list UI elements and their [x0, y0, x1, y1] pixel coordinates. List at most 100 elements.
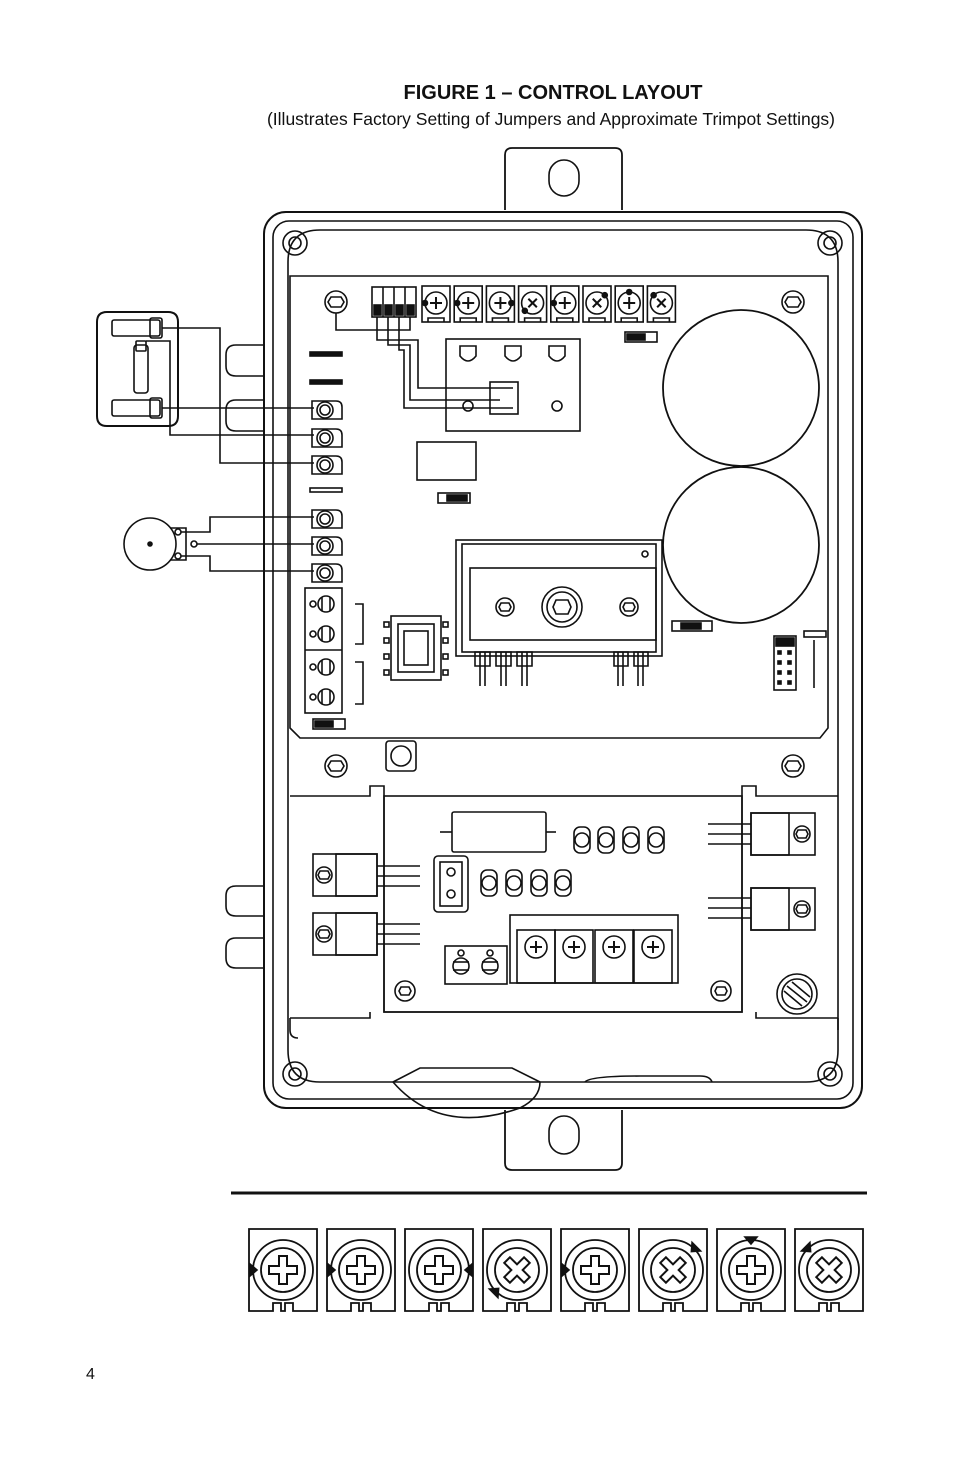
- relay-terminal: [459, 345, 477, 362]
- screw-terminal-block: [444, 945, 508, 985]
- board-mounting-hole: [324, 754, 348, 778]
- trimpot-icon: [421, 285, 451, 323]
- capacitor-large: [662, 466, 820, 624]
- trimpot-icon: [582, 285, 612, 323]
- screw-icon: [619, 597, 639, 617]
- power-resistor: [451, 811, 547, 853]
- main-circuit-board: [289, 275, 829, 739]
- figure-subtitle: (Illustrates Factory Setting of Jumpers …: [266, 109, 835, 129]
- diode: [530, 869, 548, 897]
- setting-arrow-icon: [690, 1240, 703, 1253]
- screw-icon: [309, 595, 335, 613]
- trimpot-icon: [646, 285, 677, 323]
- transistor-body: [469, 567, 657, 641]
- enclosure-outer: [263, 211, 863, 1109]
- top-mounting-tab: [504, 147, 623, 210]
- bottom-knockout: [584, 1075, 713, 1083]
- screw-icon: [309, 625, 335, 643]
- relay-hole: [551, 400, 563, 412]
- diode: [505, 869, 523, 897]
- screw-icon: [516, 929, 556, 984]
- jumper-icon: [624, 331, 658, 343]
- small-label-strip: [803, 630, 827, 638]
- quick-connect-terminal: [311, 536, 343, 556]
- relay-terminal: [504, 345, 522, 362]
- jumper-icon: [312, 718, 346, 730]
- setting-arrow-icon: [561, 1262, 571, 1278]
- setting-arrow-icon: [463, 1262, 473, 1278]
- enclosure-inner: [272, 220, 854, 1100]
- dip-switch: [371, 286, 417, 318]
- screw-icon: [394, 980, 416, 1002]
- figure-title: FIGURE 1 – CONTROL LAYOUT: [403, 82, 703, 104]
- power-board: [383, 795, 743, 1013]
- relay-wire: [335, 313, 411, 331]
- alarm-switch: [96, 311, 179, 427]
- power-transistor: [708, 887, 816, 931]
- trimpot-icon: [326, 1228, 396, 1312]
- inner-frame: [287, 229, 839, 1083]
- trimpot-icon: [614, 285, 645, 323]
- screw-icon: [817, 230, 843, 256]
- power-transistor: [312, 912, 420, 956]
- switch-wire: [146, 340, 314, 436]
- edge-strip: [309, 487, 343, 493]
- board-mounting-hole: [781, 754, 805, 778]
- buzzer-icon: [123, 517, 198, 571]
- trimpot-icon: [549, 285, 580, 323]
- screw-icon: [309, 688, 335, 706]
- heat-sink: [455, 539, 663, 657]
- edge-strip: [309, 379, 343, 385]
- switch-wire: [162, 327, 314, 464]
- diode: [554, 869, 572, 897]
- quick-connect-terminal: [311, 428, 343, 448]
- edge-strip: [309, 351, 343, 357]
- diode: [647, 826, 665, 854]
- bracket-line: [355, 603, 364, 705]
- transistor-leg-blocks: [474, 651, 649, 667]
- screw-icon: [309, 658, 335, 676]
- power-transistor: [312, 853, 420, 897]
- bottom-mounting-slot: [548, 1115, 580, 1155]
- transistor-legs: [479, 652, 644, 686]
- small-component: [416, 441, 477, 481]
- board-mounting-hole: [781, 290, 805, 314]
- setting-arrow-icon: [327, 1262, 337, 1278]
- quick-connect-terminal: [311, 400, 343, 420]
- screw-icon: [282, 230, 308, 256]
- diode: [622, 826, 640, 854]
- heat-sink-dot: [641, 550, 649, 558]
- capacitor-large: [662, 309, 820, 467]
- bottom-mounting-tab: [504, 1110, 623, 1171]
- screw-icon: [594, 929, 634, 984]
- header-block: [773, 635, 797, 691]
- push-button: [385, 740, 417, 772]
- trimpot-icon: [453, 285, 484, 323]
- trimpot-icon: [794, 1228, 864, 1312]
- diode: [597, 826, 615, 854]
- trimpot-icon: [485, 285, 516, 323]
- lower-board-side: [289, 1018, 839, 1039]
- board-mounting-hole: [324, 290, 348, 314]
- trimpot-icon: [248, 1228, 318, 1312]
- screw-icon: [554, 929, 594, 984]
- page-number: 4: [86, 1366, 95, 1383]
- power-transistor: [708, 812, 816, 856]
- connector-icon: [433, 855, 469, 913]
- trimpot-icon: [638, 1228, 708, 1312]
- jumper-icon: [671, 620, 713, 632]
- relay-wire: [398, 317, 513, 409]
- relay-terminal: [548, 345, 566, 362]
- trimpot-icon: [404, 1228, 474, 1312]
- screw-terminal-block: [304, 587, 343, 714]
- output-terminal-block: [509, 914, 679, 984]
- buzzer-wire: [181, 516, 314, 533]
- screw-icon: [633, 929, 673, 984]
- top-mounting-slot: [548, 159, 580, 197]
- bottom-knockout: [392, 1067, 541, 1119]
- screw-icon: [282, 1061, 308, 1087]
- trimpot-icon: [517, 285, 548, 323]
- relay-hole: [462, 400, 474, 412]
- setting-arrow-icon: [799, 1240, 812, 1253]
